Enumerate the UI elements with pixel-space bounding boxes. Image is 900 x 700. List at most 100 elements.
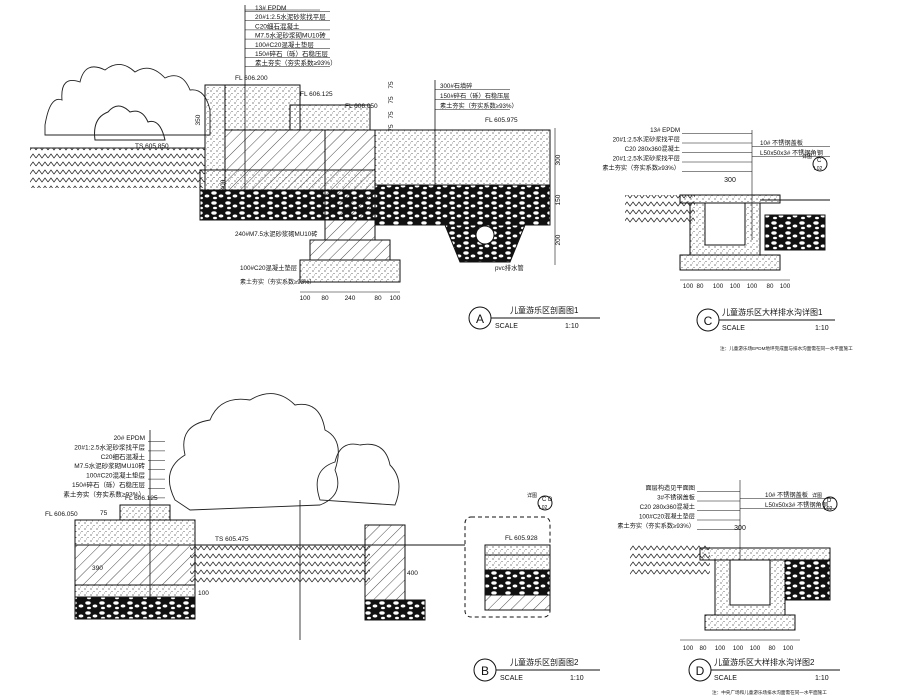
scale-value: 1:10 (565, 323, 579, 330)
ref-top: C D (542, 497, 553, 503)
scale-value: 1:10 (815, 325, 829, 332)
callout-label: C20细石混凝土 (255, 21, 300, 30)
dim-label: 100 (730, 283, 741, 290)
dim-label: 100 (783, 645, 794, 652)
section-b: C D L02 详图 20# EPDM20#1:2.5水泥砂浆找平层C20细石混… (45, 393, 553, 640)
level-label: FL 606.050 (45, 511, 78, 518)
dim-label: 100 (683, 283, 694, 290)
dim-label: 80 (769, 645, 776, 652)
callout-label: 20#1:2.5水泥砂浆找平层 (255, 12, 326, 21)
callout-label: L50x50x3# 不锈钢角钢 (760, 149, 823, 157)
callout-label: 素土夯实（夯实系数≥93%） (617, 522, 695, 530)
callout-label: 100#C20混凝土垫层 (255, 40, 314, 49)
ref-label: 详图 (812, 492, 822, 499)
callout-label: M7.5水泥砂浆砌MU10砖 (255, 31, 326, 40)
dim-label: 350 (195, 114, 202, 125)
dim-label: 75 (100, 510, 108, 517)
callout-label: L50x50x3# 不锈钢角钢 (765, 501, 828, 509)
dim-label: 100 (780, 283, 791, 290)
callout-label: 10# 不锈钢盖板 (765, 491, 808, 499)
ref-top: C (817, 158, 822, 164)
dim-label: 150 (555, 194, 562, 205)
callout-label: 13# EPDM (650, 127, 680, 134)
dim-label: 75 (388, 96, 395, 104)
level-label: FL 606.125 (125, 495, 158, 502)
drawing-title: 儿童游乐区大样排水沟详图1 (722, 307, 823, 317)
dim-label: 400 (407, 570, 418, 577)
callout-label: C20细石混凝土 (101, 452, 146, 461)
level-label: TS 605.475 (215, 536, 249, 543)
callout-label: 100#C20混凝土垫层 (86, 471, 145, 480)
dim-label: 100 (300, 295, 311, 302)
callout-label: pvc排水管 (495, 263, 524, 272)
scale-label: SCALE (500, 675, 523, 682)
dim-label: 75 (388, 111, 395, 119)
dim-label: 100 (715, 645, 726, 652)
dim-label: 240 (345, 295, 356, 302)
callout-label: 100#C20混凝土垫层 (639, 513, 695, 521)
callout-label: 150#碎石（砾）石稳压层 (72, 480, 145, 489)
dim-label: 100 (198, 590, 209, 597)
dim-label: 100 (713, 283, 724, 290)
scale-label: SCALE (714, 675, 737, 682)
callout-label: 150#碎石（砾）石稳压层 (255, 49, 328, 58)
scale-label: SCALE (495, 323, 518, 330)
level-label: FL 605.975 (485, 117, 518, 124)
dim-label: 390 (92, 565, 103, 572)
ref-bottom: L02 (824, 506, 833, 512)
callout-label: 素土夯实（夯实系数≥93%） (63, 489, 145, 498)
title-letter: D (696, 664, 705, 678)
level-label: FL 606.050 (345, 103, 378, 110)
drawing-title: 儿童游乐区剖面图2 (510, 657, 579, 667)
callout-label: 13# EPDM (255, 5, 286, 12)
scale-label: SCALE (722, 325, 745, 332)
level-label: TS 605.850 (135, 143, 169, 150)
callout-label: 素土夯实（夯实系数≥93%） (240, 278, 315, 286)
title-block-b: B 儿童游乐区剖面图2 SCALE 1:10 (473, 657, 600, 682)
title-block-c: C 儿童游乐区大样排水沟详图1 SCALE 1:10 注：儿童游乐场EPDM地坪… (696, 307, 853, 352)
callout-label: 20#1:2.5水泥砂浆找平层 (74, 442, 145, 451)
level-label: FL 605.928 (505, 535, 538, 542)
callout-label: 100#C20混凝土垫层 (240, 263, 297, 272)
dim-label: 100 (747, 283, 758, 290)
dim-label: 300 (734, 525, 746, 532)
ref-bottom: L02 (814, 166, 823, 172)
drawing-note: 注：儿童游乐场EPDM地坪完成面与排水沟面需在同一水平面施工 (720, 345, 853, 352)
callout-label: 素土夯实（夯实系数≥93%） (255, 58, 337, 67)
dim-label: 75 (388, 81, 395, 89)
ref-bottom: L02 (539, 505, 548, 511)
callout-label: 面层构造见平面图 (646, 484, 696, 492)
dim-label: 80 (374, 295, 382, 302)
callout-label: 240#M7.5水泥砂浆砌MU10砖 (235, 229, 318, 238)
level-label: FL 606.125 (300, 91, 333, 98)
dim-label: 400 (220, 179, 227, 190)
callout-label: 20#1:2.5水泥砂浆找平层 (613, 155, 680, 163)
dim-label: 80 (697, 283, 704, 290)
callout-label: C20 280x360混凝土 (640, 503, 695, 511)
callout-label: C20 280x360混凝土 (625, 145, 680, 153)
title-block-d: D 儿童游乐区大样排水沟详图2 SCALE 1:10 注：中央广场和儿童游乐场排… (688, 657, 840, 696)
drawing-title: 儿童游乐区大样排水沟详图2 (714, 657, 815, 667)
scale-value: 1:10 (570, 675, 584, 682)
dim-label: 100 (390, 295, 401, 302)
callout-label: 素土夯实（夯实系数≥93%） (602, 164, 680, 172)
dim-label: 100 (733, 645, 744, 652)
callout-label: 150#碎石（砾）石稳压层 (440, 92, 509, 100)
ref-label: 详图 (527, 492, 537, 499)
dim-label: 75 (388, 124, 395, 132)
callout-label: 20# EPDM (114, 435, 145, 442)
dim-label: 300 (555, 154, 562, 165)
dim-label: 100 (750, 645, 761, 652)
drawing-title: 儿童游乐区剖面图1 (510, 305, 579, 315)
dim-label: 300 (724, 177, 736, 184)
title-block-a: A 儿童游乐区剖面图1 SCALE 1:10 (468, 305, 600, 330)
dim-label: 100 (683, 645, 694, 652)
scale-value: 1:10 (815, 675, 829, 682)
callout-label: M7.5水泥砂浆砌MU10砖 (74, 461, 145, 470)
callout-label: 素土夯实（夯实系数≥93%） (440, 102, 518, 110)
callout-label: 10# 不锈钢盖板 (760, 139, 803, 147)
